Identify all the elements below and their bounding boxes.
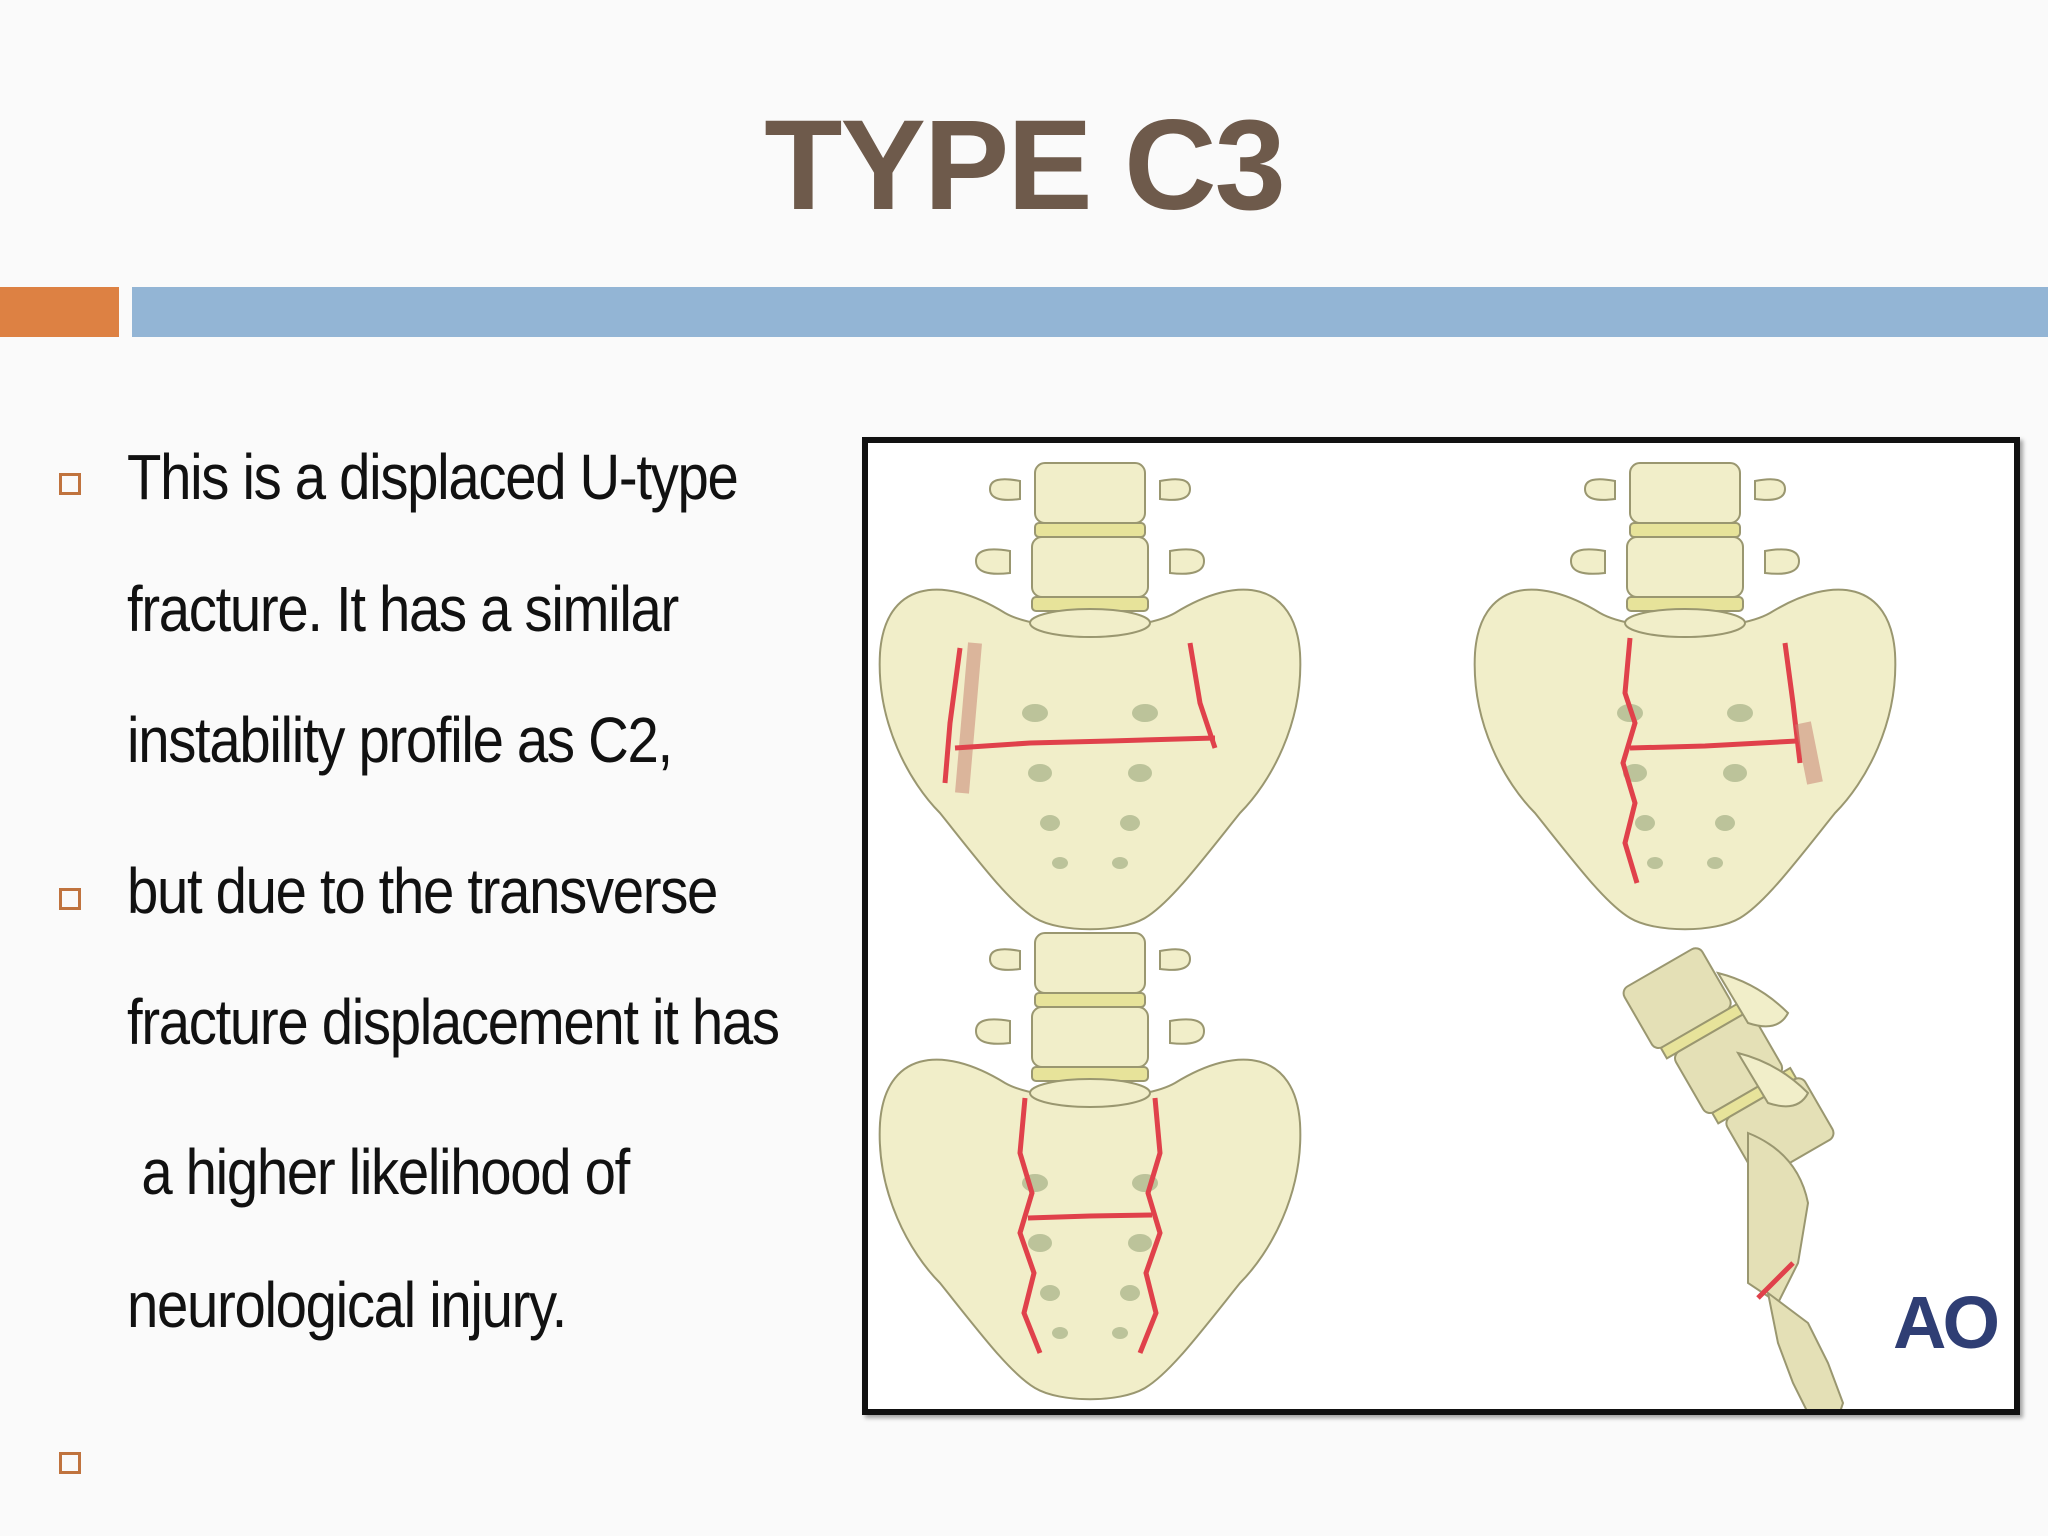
bullet-2-line-3: a higher likelihood of (127, 1136, 630, 1208)
bullet-marker-3 (59, 1452, 81, 1474)
bullet-2-line-4: neurological injury. (127, 1269, 567, 1341)
bullet-2-line-2: fracture displacement it has (127, 986, 780, 1058)
sacrum-lateral-view (1622, 947, 1845, 1409)
bullet-2-line-1: but due to the transverse (127, 855, 718, 927)
sacrum-view-2 (1473, 462, 1897, 931)
fracture-illustration: AO (862, 437, 2020, 1415)
sacrum-view-3 (878, 932, 1302, 1401)
accent-bar-orange (0, 287, 119, 337)
ao-logo: AO (1893, 1281, 2000, 1364)
fracture-diagram-svg (878, 462, 1897, 1409)
slide-title: TYPE C3 (764, 94, 1286, 237)
accent-bar-blue (132, 287, 2048, 337)
bullet-marker-1 (59, 473, 81, 495)
sacrum-view-1 (878, 462, 1302, 931)
bullet-1-line-3: instability profile as C2, (127, 704, 673, 776)
bullet-1-line-1: This is a displaced U-type (127, 441, 739, 513)
bullet-marker-2 (59, 888, 81, 910)
bullet-1-line-2: fracture. It has a similar (127, 573, 679, 645)
